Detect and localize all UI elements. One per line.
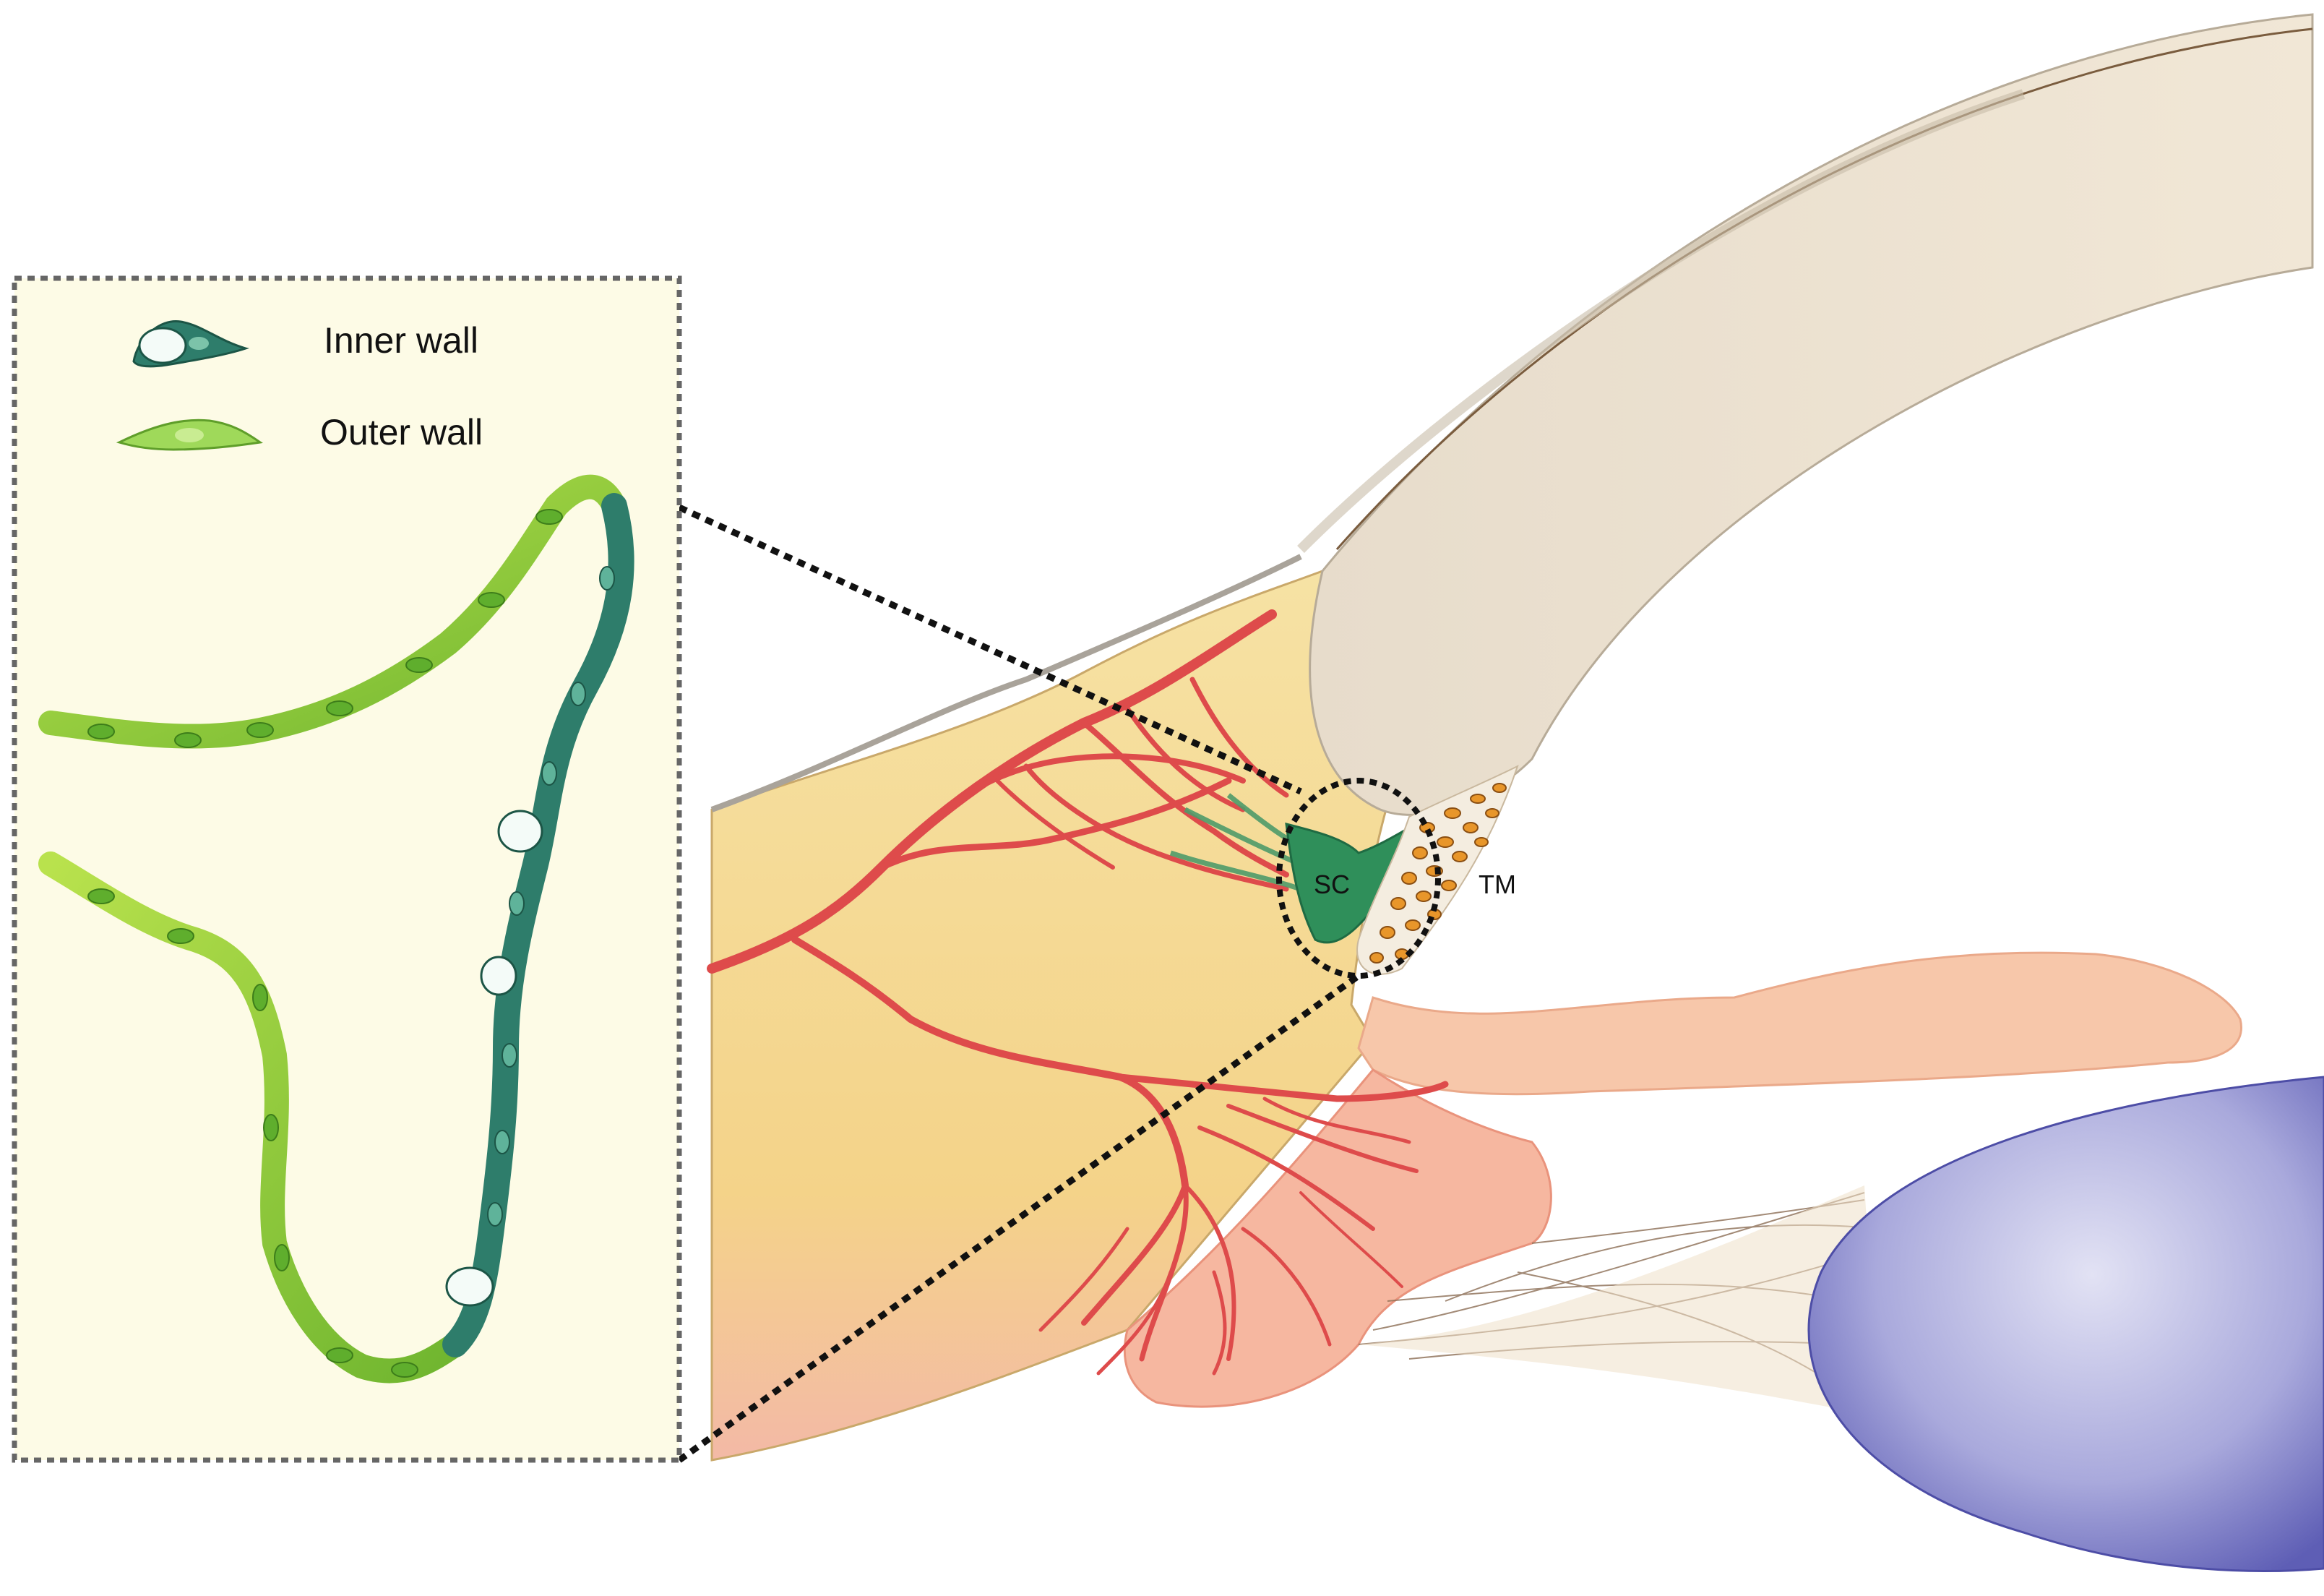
zoom-connectors <box>677 504 1361 1463</box>
legend-inner-wall-label: Inner wall <box>324 320 478 361</box>
zonule-region <box>1359 1185 1879 1417</box>
lens <box>1807 1076 2324 1572</box>
cornea <box>1309 13 2314 816</box>
inner-wall-cell-icon <box>132 319 249 368</box>
meshwork-pores <box>1369 783 1507 964</box>
inset-background <box>12 275 682 1463</box>
label-tm: TM <box>1479 870 1516 899</box>
outer-wall-cell-icon <box>116 419 263 451</box>
outer-wall-nuclei <box>87 509 563 1378</box>
cornea-inner-line <box>1297 89 2026 553</box>
legend: Inner wall Outer wall <box>116 319 483 452</box>
inner-wall-nuclei <box>487 566 615 1227</box>
blood-vessels <box>707 609 1449 1376</box>
inner-wall-vacuoles <box>445 810 543 1307</box>
anatomy-drawing: SC TM <box>707 13 2324 1572</box>
inset-panel: Inner wall Outer wall <box>12 275 682 1463</box>
inner-wall <box>442 493 634 1357</box>
canal-wall-illustration <box>38 474 634 1383</box>
iris <box>1357 951 2242 1096</box>
conjunctiva-edge <box>710 554 1302 812</box>
zoom-circle <box>1276 778 1441 979</box>
legend-outer-wall-label: Outer wall <box>320 412 483 452</box>
label-sc: SC <box>1314 870 1350 899</box>
